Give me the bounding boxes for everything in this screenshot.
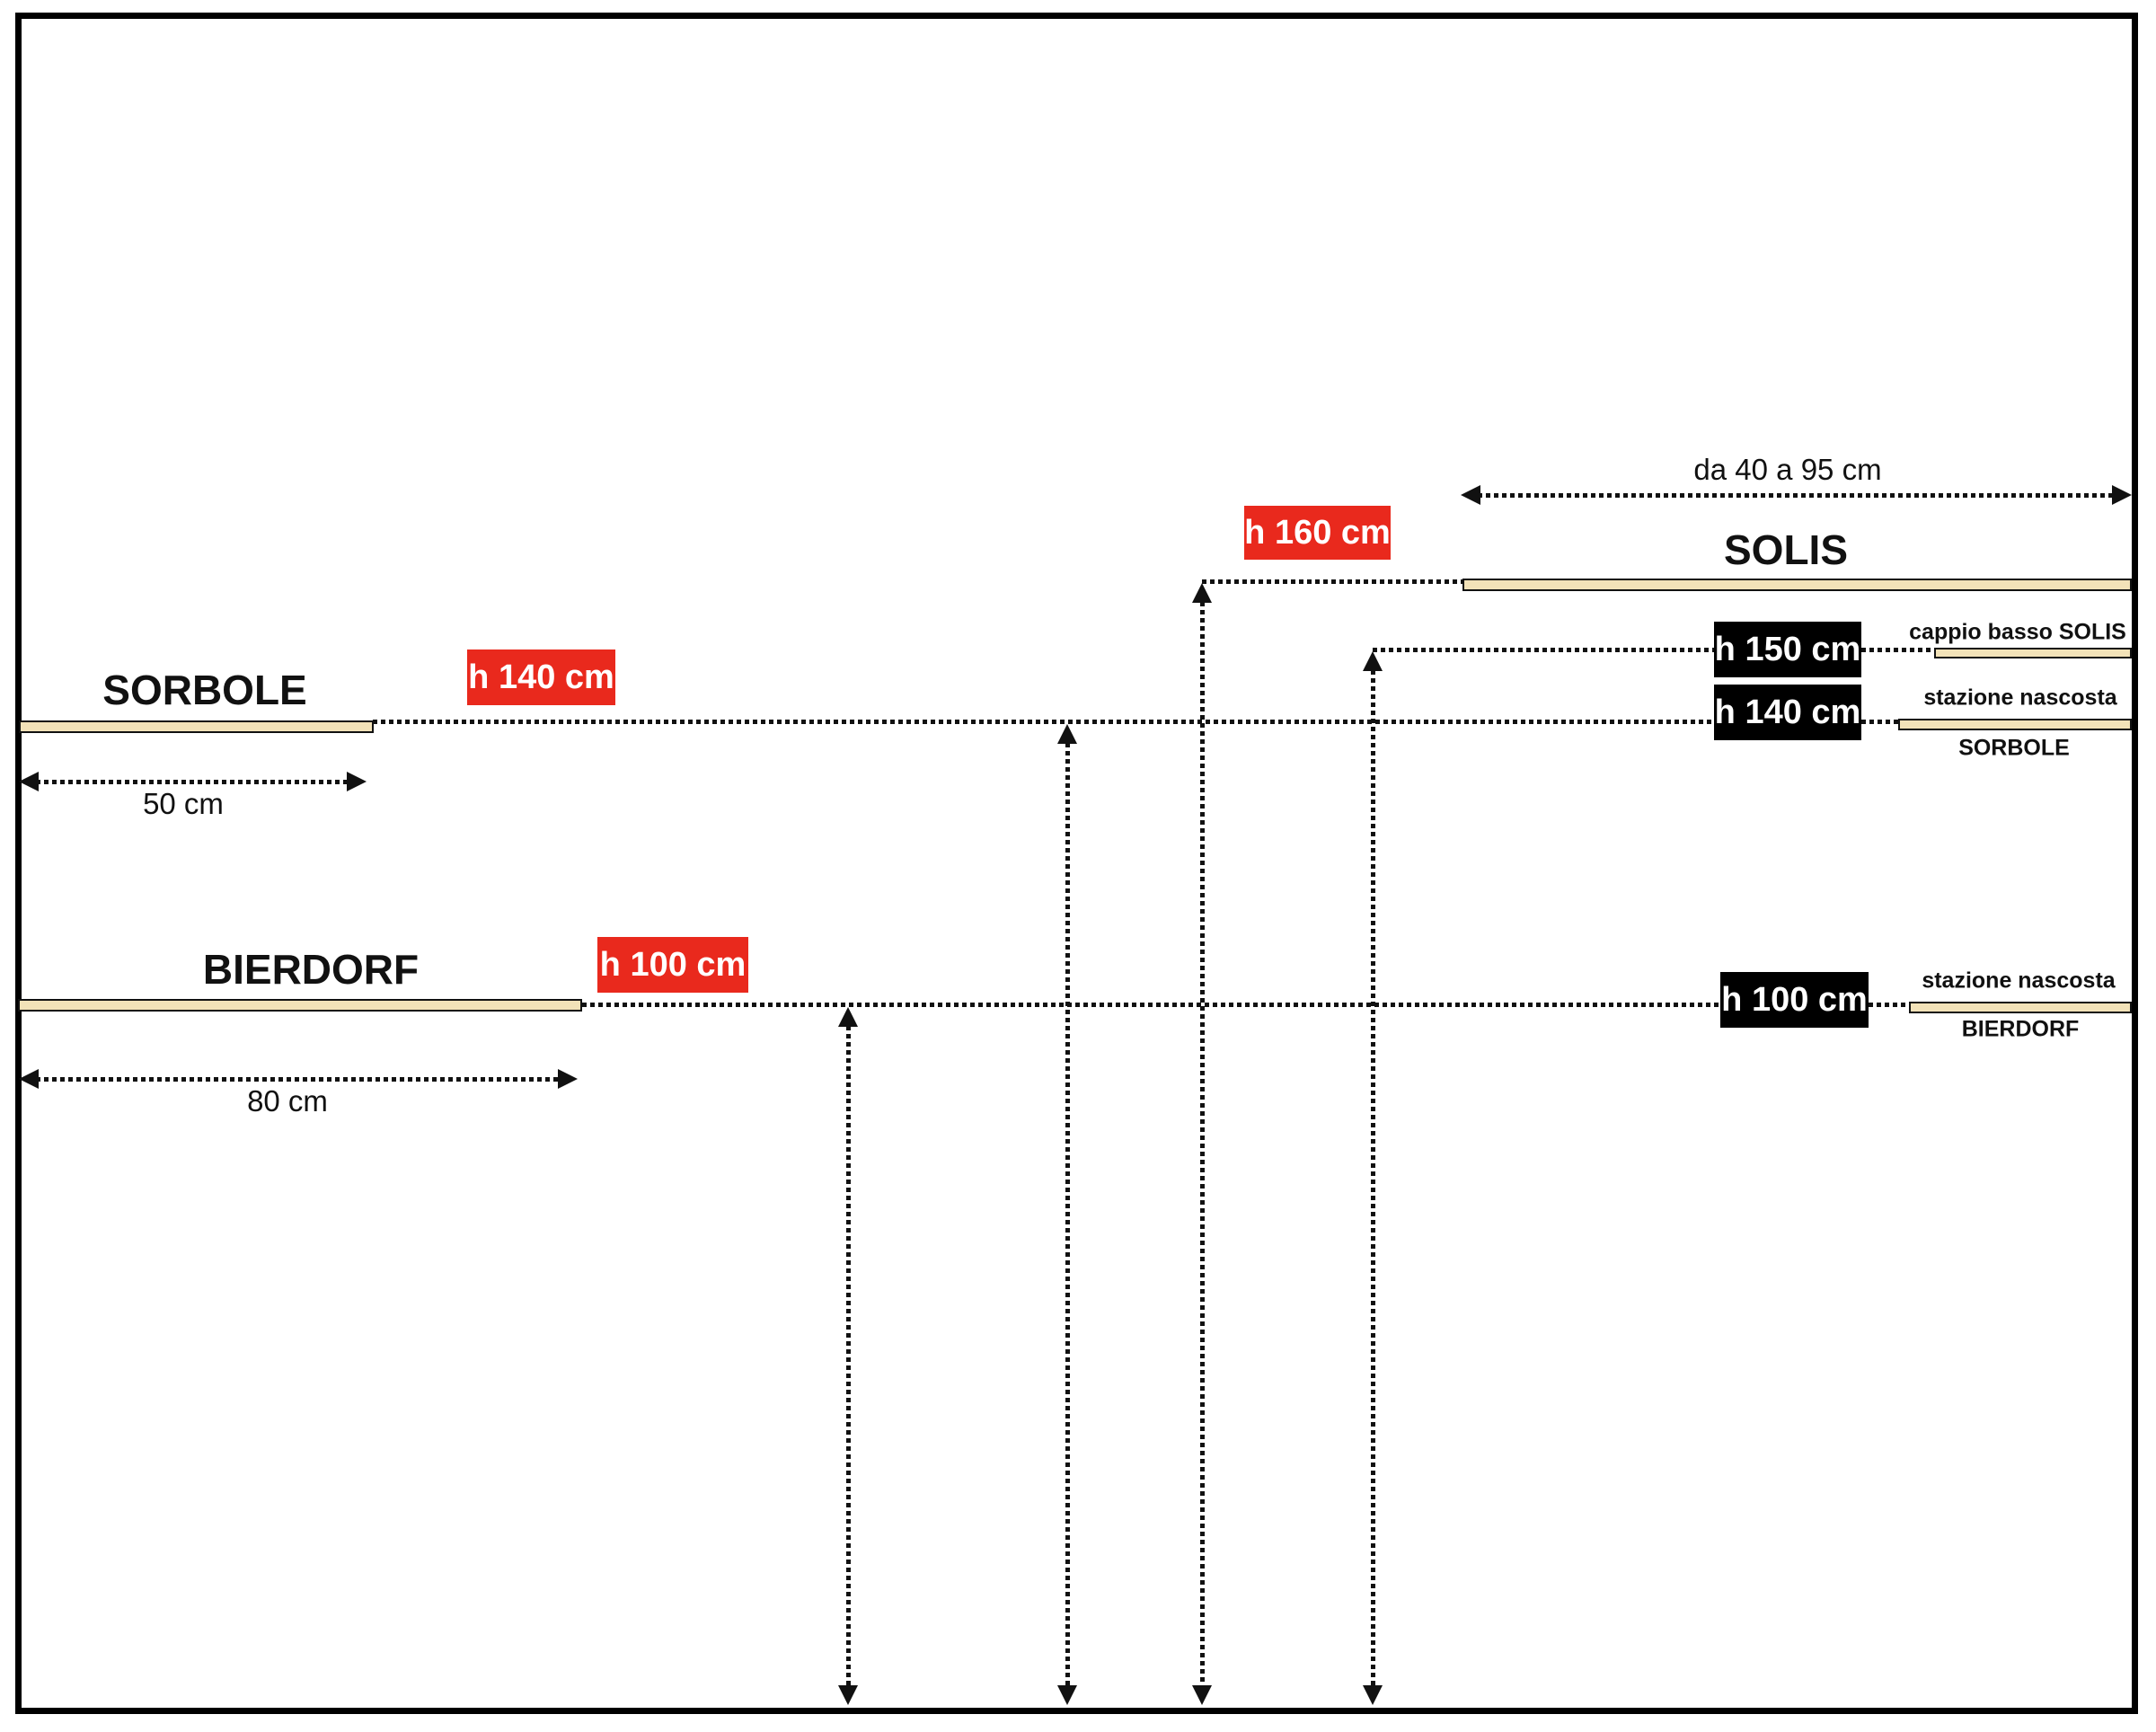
arrowhead-right-icon <box>558 1069 578 1089</box>
arrowhead-up-icon <box>1057 724 1077 744</box>
solis-width-measure-line <box>1478 493 2116 498</box>
cappio-caption: cappio basso SOLIS <box>1909 619 2126 645</box>
sorbole-station-shelf <box>1898 719 2132 730</box>
arrowhead-left-icon <box>19 1069 39 1089</box>
solis-width-measure-label: da 40 a 95 cm <box>1693 453 1882 486</box>
bierdorf-width-measure-line <box>36 1077 562 1082</box>
sorbole-width-measure-line <box>36 780 352 784</box>
arrowhead-right-icon <box>347 772 367 791</box>
sorbole-height-badge: h 140 cm <box>467 650 615 705</box>
height-arrow-bierdorf <box>846 1026 851 1687</box>
bierdorf-width-measure-label: 80 cm <box>247 1084 328 1118</box>
bierdorf-shelf <box>18 999 582 1012</box>
height-arrow-sorbole <box>1065 743 1070 1687</box>
bierdorf-height-line <box>582 1003 1720 1007</box>
cappio-height-badge: h 150 cm <box>1714 622 1861 677</box>
arrowhead-right-icon <box>2112 485 2132 505</box>
solis-title: SOLIS <box>1723 526 1849 573</box>
arrowhead-left-icon <box>19 772 39 791</box>
height-arrow-cappio <box>1371 670 1375 1687</box>
arrowhead-up-icon <box>838 1007 858 1027</box>
sorbole-height-line-right <box>1861 720 1898 724</box>
bierdorf-height-badge: h 100 cm <box>597 937 748 993</box>
arrowhead-up-icon <box>1192 583 1212 603</box>
sorbole-station-caption-top: stazione nascosta <box>1923 685 2117 711</box>
arrowhead-down-icon <box>1057 1685 1077 1705</box>
bierdorf-station-caption-top: stazione nascosta <box>1922 968 2116 994</box>
bierdorf-station-caption-bottom: BIERDORF <box>1961 1016 2080 1042</box>
bierdorf-title: BIERDORF <box>202 946 420 993</box>
solis-shelf <box>1462 579 2132 591</box>
sorbole-station-caption-bottom: SORBOLE <box>1958 735 2070 761</box>
solis-height-badge: h 160 cm <box>1244 506 1391 560</box>
sorbole-shelf <box>19 720 374 733</box>
sorbole-title: SORBOLE <box>102 667 307 713</box>
diagram-frame <box>15 13 2138 1714</box>
bierdorf-station-height-badge: h 100 cm <box>1720 972 1869 1028</box>
arrowhead-up-icon <box>1363 651 1383 671</box>
bierdorf-height-line-right <box>1869 1003 1909 1007</box>
sorbole-height-line <box>373 720 1714 724</box>
cappio-shelf <box>1934 648 2132 658</box>
sorbole-station-height-badge: h 140 cm <box>1714 685 1861 740</box>
solis-height-connector-line <box>1202 579 1462 584</box>
cappio-connector-line-left <box>1373 648 1714 652</box>
arrowhead-down-icon <box>838 1685 858 1705</box>
height-arrow-solis <box>1200 602 1205 1687</box>
arrowhead-down-icon <box>1192 1685 1212 1705</box>
arrowhead-down-icon <box>1363 1685 1383 1705</box>
cappio-connector-line-right <box>1861 648 1934 652</box>
bierdorf-station-shelf <box>1909 1002 2132 1013</box>
sorbole-width-measure-label: 50 cm <box>143 787 224 820</box>
arrowhead-left-icon <box>1461 485 1480 505</box>
